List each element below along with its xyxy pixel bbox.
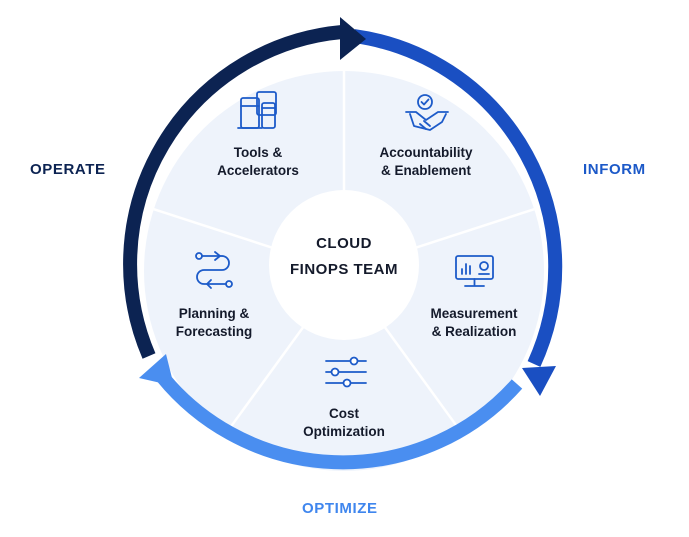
flow-path-icon — [195, 251, 233, 289]
sliders-icon — [325, 356, 367, 388]
segment-label-line-1: Cost — [329, 406, 359, 421]
operate-arc — [123, 25, 343, 359]
segment-label-line-2: Accelerators — [217, 163, 299, 178]
segment-dividers — [153, 71, 535, 434]
segment-label-line-2: & Realization — [431, 324, 517, 339]
optimize-arrowhead — [139, 354, 174, 386]
phase-label-inform: INFORM — [583, 161, 646, 178]
operate-arrowhead — [340, 17, 366, 60]
center-line-1: CLOUD — [316, 235, 372, 252]
segment-label-line-2: Forecasting — [175, 324, 253, 339]
phase-label-operate: OPERATE — [30, 161, 106, 178]
segment-label-line-1: Planning & — [178, 306, 250, 321]
segment-label-cost-optimization: Cost Optimization — [254, 405, 434, 441]
segment-label-line-2: Optimization — [303, 424, 385, 439]
segment-label-tools: Tools & Accelerators — [168, 144, 348, 180]
inform-arrowhead — [522, 366, 556, 396]
handshake-check-icon — [405, 94, 449, 131]
devices-icon — [237, 91, 277, 129]
center-label: CLOUD FINOPS TEAM — [264, 231, 424, 283]
segment-label-line-2: & Enablement — [380, 163, 472, 178]
segment-label-measurement: Measurement & Realization — [384, 305, 564, 341]
inform-arc — [353, 29, 563, 367]
optimize-arc — [151, 365, 523, 470]
segment-label-planning: Planning & Forecasting — [124, 305, 304, 341]
dashboard-monitor-icon — [455, 255, 494, 287]
segment-label-line-1: Tools & — [233, 145, 283, 160]
phase-label-optimize: OPTIMIZE — [302, 500, 378, 517]
center-circle — [269, 190, 419, 340]
segment-label-line-1: Accountability — [379, 145, 473, 160]
segment-label-accountability: Accountability & Enablement — [336, 144, 516, 180]
segment-label-line-1: Measurement — [430, 306, 518, 321]
center-line-2: FINOPS TEAM — [289, 261, 398, 278]
